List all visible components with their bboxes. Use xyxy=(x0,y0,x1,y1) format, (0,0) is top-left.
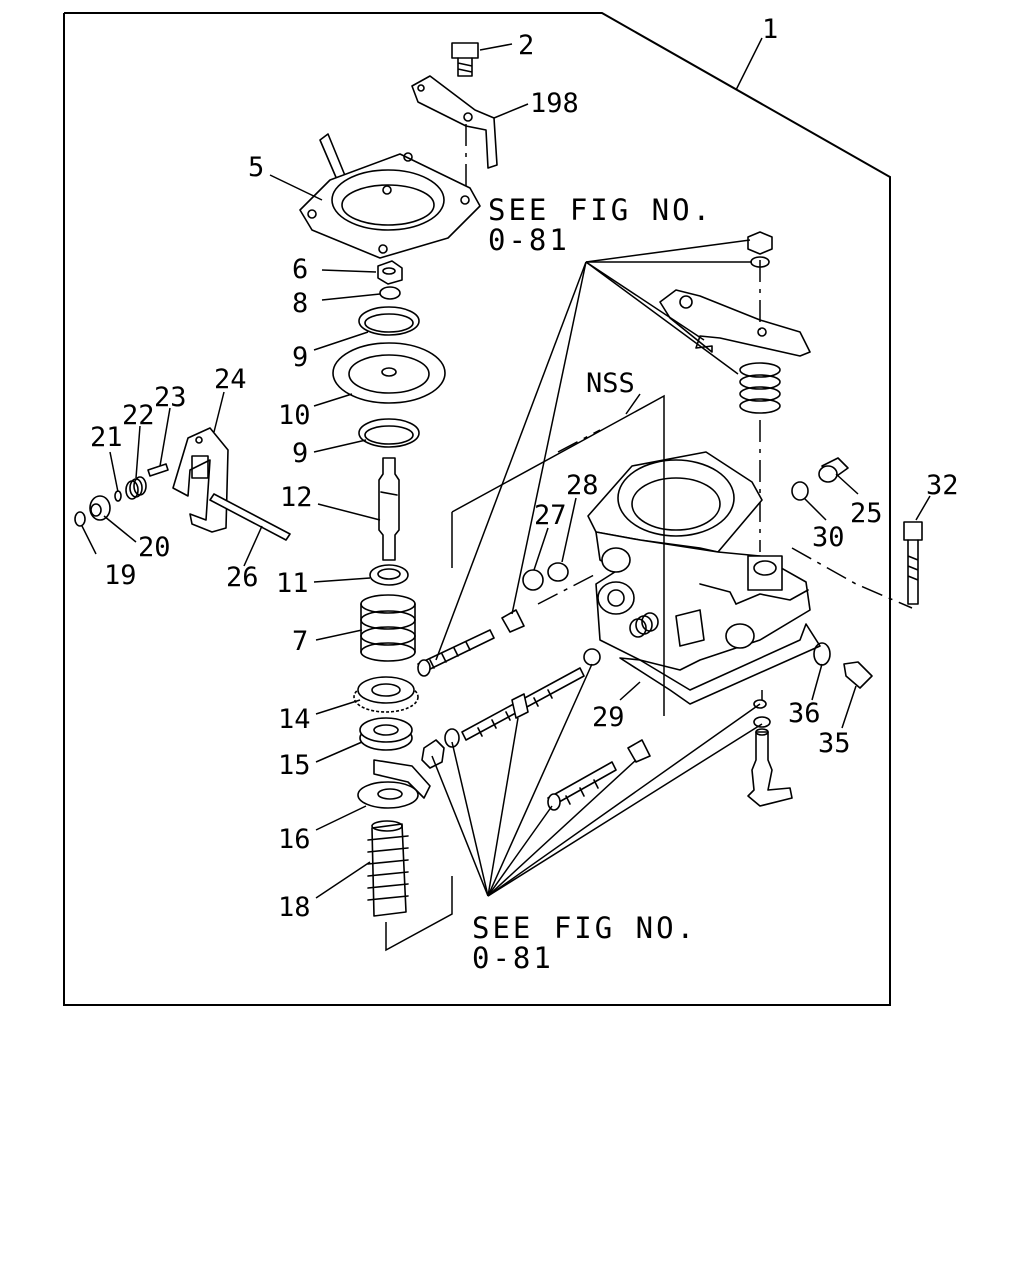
callout-14: 14 xyxy=(278,704,311,735)
washer-part-8 xyxy=(379,286,401,300)
bracket-part-198 xyxy=(411,75,498,169)
callout-25: 25 xyxy=(850,498,883,529)
callout-2: 2 xyxy=(518,30,534,61)
nut-lower-left xyxy=(421,739,445,769)
note-bottom-line1: SEE FIG NO. xyxy=(472,911,697,945)
screw-part-35 xyxy=(843,661,873,689)
callout-26: 26 xyxy=(226,562,259,593)
callout-23: 23 xyxy=(154,382,187,413)
callout-11: 11 xyxy=(276,568,309,599)
lever-plate xyxy=(659,289,811,357)
pin-part-26 xyxy=(209,493,291,541)
spring-part-22 xyxy=(125,476,147,500)
reference-lines-bottom xyxy=(431,663,763,897)
shaft-part-12 xyxy=(378,457,400,561)
diaphragm-part-10 xyxy=(332,342,446,404)
spring-top-right xyxy=(739,362,781,414)
washer-part-30 xyxy=(791,481,809,501)
callout-nss: NSS xyxy=(586,368,635,399)
note-top-line1: SEE FIG NO. xyxy=(488,193,713,227)
reference-lines-top xyxy=(435,239,752,661)
callout-6: 6 xyxy=(292,254,308,285)
callout-36: 36 xyxy=(788,698,821,729)
plate-part-9-upper xyxy=(358,306,420,336)
callout-12: 12 xyxy=(280,482,313,513)
callout-20: 20 xyxy=(138,532,171,563)
callout-leaders xyxy=(81,37,931,899)
callout-28: 28 xyxy=(566,470,599,501)
bolt-part-2 xyxy=(451,42,479,77)
callout-29: 29 xyxy=(592,702,625,733)
plate-part-16 xyxy=(357,759,431,809)
diaphragm-cover-part-5 xyxy=(299,133,481,259)
ring-part-19 xyxy=(74,511,86,527)
callout-30: 30 xyxy=(812,522,845,553)
throttle-body-main xyxy=(587,451,811,671)
spring-part-7 xyxy=(360,594,416,662)
callout-21: 21 xyxy=(90,422,123,453)
callout-32: 32 xyxy=(926,470,959,501)
boot-part-18 xyxy=(367,820,409,917)
bolt-part-25 xyxy=(818,457,849,483)
callout-16: 16 xyxy=(278,824,311,855)
note-top-line2: 0-81 xyxy=(488,223,570,257)
pin-part-23 xyxy=(147,463,169,477)
callout-1: 1 xyxy=(762,14,778,45)
bracket-part-24 xyxy=(172,427,229,533)
gear-part-14 xyxy=(353,676,419,713)
bolt-part-32 xyxy=(903,521,923,605)
callout-5: 5 xyxy=(248,152,264,183)
diagram-frame xyxy=(63,12,891,1006)
stud-long xyxy=(461,667,585,741)
throttle-shaft xyxy=(747,728,793,807)
nut-top-right xyxy=(747,231,773,255)
plug-part-27 xyxy=(522,569,544,591)
callout-19: 19 xyxy=(104,560,137,591)
callout-9-upper: 9 xyxy=(292,342,308,373)
seal-part-11 xyxy=(369,564,409,586)
callout-7: 7 xyxy=(292,626,308,657)
gasket-part-29 xyxy=(619,623,821,705)
callout-24: 24 xyxy=(214,364,247,395)
callout-15: 15 xyxy=(278,750,311,781)
washer-part-36 xyxy=(813,642,831,666)
plug-part-28 xyxy=(547,562,569,582)
washer-part-21 xyxy=(114,490,122,502)
callout-22: 22 xyxy=(122,400,155,431)
screw-upper-left xyxy=(417,629,495,677)
callout-10: 10 xyxy=(278,400,311,431)
nut-part-15 xyxy=(359,717,413,751)
callout-198: 198 xyxy=(530,88,579,119)
collar-upper xyxy=(501,609,525,633)
callout-8: 8 xyxy=(292,288,308,319)
callout-18: 18 xyxy=(278,892,311,923)
callout-9-lower: 9 xyxy=(292,438,308,469)
callout-35: 35 xyxy=(818,728,851,759)
note-bottom-line2: 0-81 xyxy=(472,941,554,975)
callout-27: 27 xyxy=(534,500,567,531)
adjusting-spring xyxy=(629,612,659,638)
screw-lower xyxy=(547,761,617,811)
collar-lower xyxy=(627,739,651,763)
cap-part-20 xyxy=(89,495,111,521)
nut-part-6 xyxy=(377,260,403,285)
plate-part-9-lower xyxy=(358,418,420,448)
